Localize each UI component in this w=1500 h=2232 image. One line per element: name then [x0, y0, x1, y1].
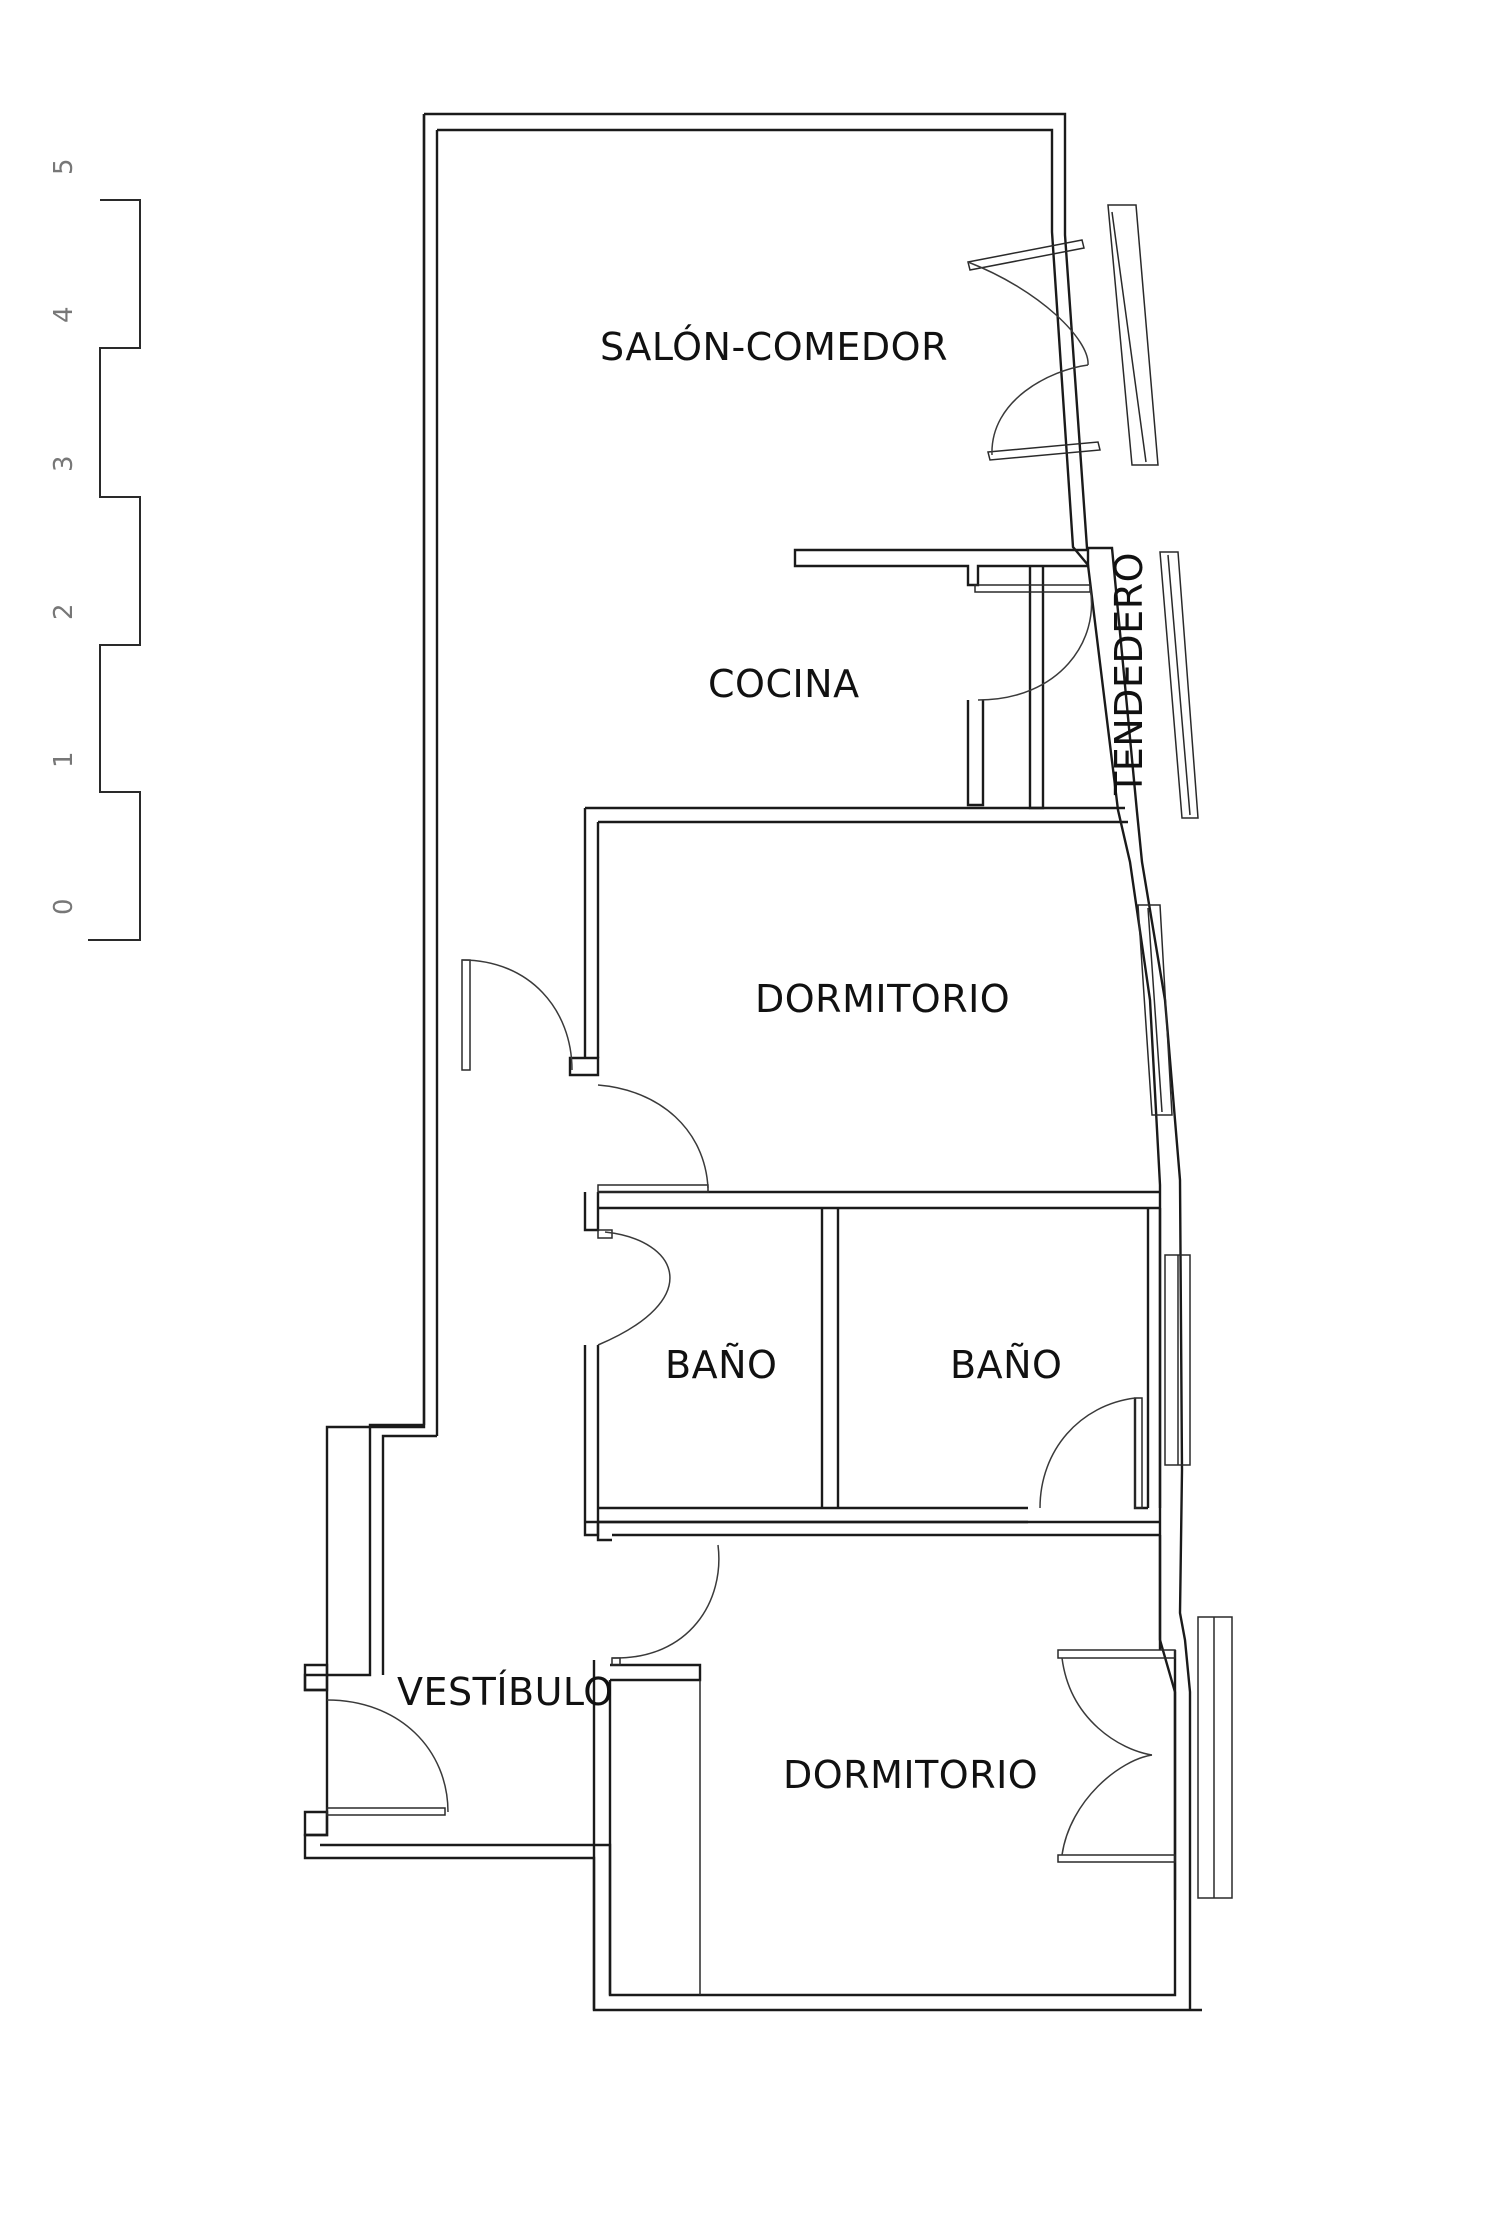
door-bath-2-swing	[1039, 1397, 1136, 1509]
scale-label-3: 3	[49, 455, 79, 472]
scale-bar: 0 1 2 3 4 5	[49, 158, 141, 941]
door-hall-leaf	[597, 1184, 709, 1193]
door-bedroom-2-balcony-swing-top	[1061, 1657, 1153, 1756]
door-bedroom-2-swing	[611, 1544, 720, 1659]
bath-left-wall-bottom	[583, 1345, 600, 1537]
room-label-cocina: COCINA	[708, 662, 860, 706]
doors	[326, 239, 1176, 1863]
bedroom-1-left-stub	[568, 1056, 600, 1077]
scale-bar-outline	[88, 199, 141, 941]
bath-left-wall-top	[583, 1192, 600, 1232]
door-hall-swing	[597, 1084, 709, 1189]
scale-label-0: 0	[49, 898, 79, 915]
room-label-salon-comedor: SALÓN-COMEDOR	[600, 325, 948, 369]
door-salon-swing-top	[967, 261, 1089, 366]
door-bedroom-1-leaf	[461, 959, 471, 1071]
window-bath	[1164, 1254, 1191, 1466]
scale-label-2: 2	[49, 603, 79, 620]
windows	[1107, 204, 1233, 1899]
room-label-dormitorio-2: DORMITORIO	[783, 1753, 1038, 1797]
scale-label-1: 1	[49, 751, 79, 768]
door-entry-leaf	[326, 1807, 446, 1816]
bedroom-2-left-wall	[592, 1660, 612, 2010]
bedroom-2-closet-ledge	[610, 1663, 702, 1682]
room-label-bano-1: BAÑO	[665, 1343, 777, 1387]
window-tendedero	[1159, 551, 1199, 819]
bedroom-2-top-wall	[598, 1520, 1160, 1537]
scale-label-5: 5	[49, 158, 79, 175]
bedroom-1-left-wall	[583, 808, 600, 1058]
window-salon	[1107, 204, 1159, 466]
door-entry-swing	[326, 1699, 449, 1813]
outer-walls	[303, 112, 1202, 2012]
left-wall-jog-inner	[381, 1434, 437, 1675]
door-salon-leaf-bottom	[987, 441, 1101, 461]
door-bedroom-1-swing	[461, 959, 573, 1071]
window-bedroom-1	[1137, 904, 1173, 1116]
room-label-vestibulo: VESTÍBULO	[397, 1670, 614, 1714]
scale-label-4: 4	[49, 306, 79, 323]
kitchen-bottom-wall	[585, 806, 1128, 824]
left-wall-jog	[303, 1423, 424, 1692]
door-bedroom-2-balcony-bottom	[1057, 1854, 1176, 1863]
door-tendedero-leaf	[974, 584, 1091, 593]
room-label-dormitorio-1: DORMITORIO	[755, 977, 1010, 1021]
door-tendedero-swing	[977, 587, 1093, 701]
bedroom-1-bottom-wall	[598, 1190, 1160, 1210]
window-bedroom-2	[1197, 1616, 1233, 1899]
door-bedroom-2-balcony-swing-bottom	[1061, 1754, 1153, 1856]
bedroom-2-top-left-stub	[596, 1522, 612, 1542]
left-wall	[303, 114, 439, 1837]
bath-divider	[820, 1208, 840, 1508]
outer-wall-exterior	[303, 112, 1202, 2012]
room-labels: SALÓN-COMEDOR COCINA TENDEDERO DORMITORI…	[397, 325, 1151, 1797]
room-label-tendedero: TENDEDERO	[1107, 552, 1151, 796]
door-salon-leaf-top	[967, 239, 1085, 271]
door-bedroom-2-balcony-top	[1057, 1649, 1176, 1659]
kitchen-lower-wall	[966, 700, 985, 807]
door-salon-swing-bottom	[991, 364, 1089, 456]
room-label-bano-2: BAÑO	[950, 1343, 1062, 1387]
entry-door-jamb-top	[303, 1663, 329, 1692]
door-bath-2-leaf	[1134, 1397, 1143, 1509]
bath-bottom-wall	[585, 1506, 1028, 1524]
bedroom-2-right-wall	[1158, 1535, 1177, 1900]
door-bath-1-swing	[597, 1231, 671, 1346]
outer-wall-interior	[320, 128, 1177, 1997]
entry-door-jamb	[303, 1810, 329, 1837]
bath2-right-wall	[1146, 1208, 1162, 1508]
bedroom-2-walls	[592, 1520, 1177, 2010]
door-bath-1-leaf	[597, 1229, 613, 1239]
